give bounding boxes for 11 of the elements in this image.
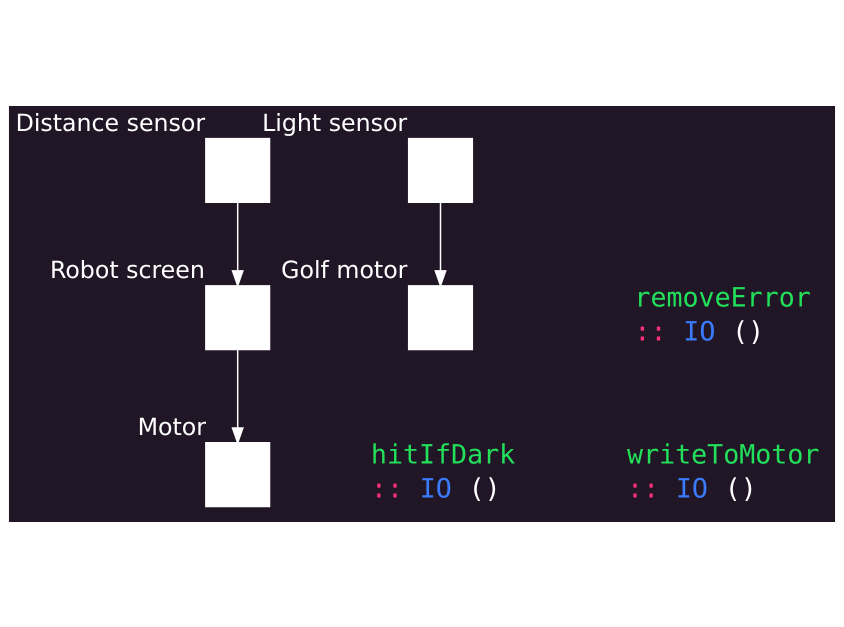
label: :: IO () [627, 472, 757, 504]
label: :: IO () [370, 472, 501, 504]
label: writeToMotor [627, 438, 820, 470]
node-label: Motor [138, 412, 206, 441]
node-label: Distance sensor [16, 108, 206, 136]
label: removeError [634, 282, 811, 313]
label: hitIfDark [370, 438, 516, 470]
node-label: Golf motor [281, 256, 408, 284]
label: :: IO () [634, 316, 764, 347]
node-label: Light sensor [262, 108, 408, 136]
node-label: Robot screen [50, 256, 205, 284]
